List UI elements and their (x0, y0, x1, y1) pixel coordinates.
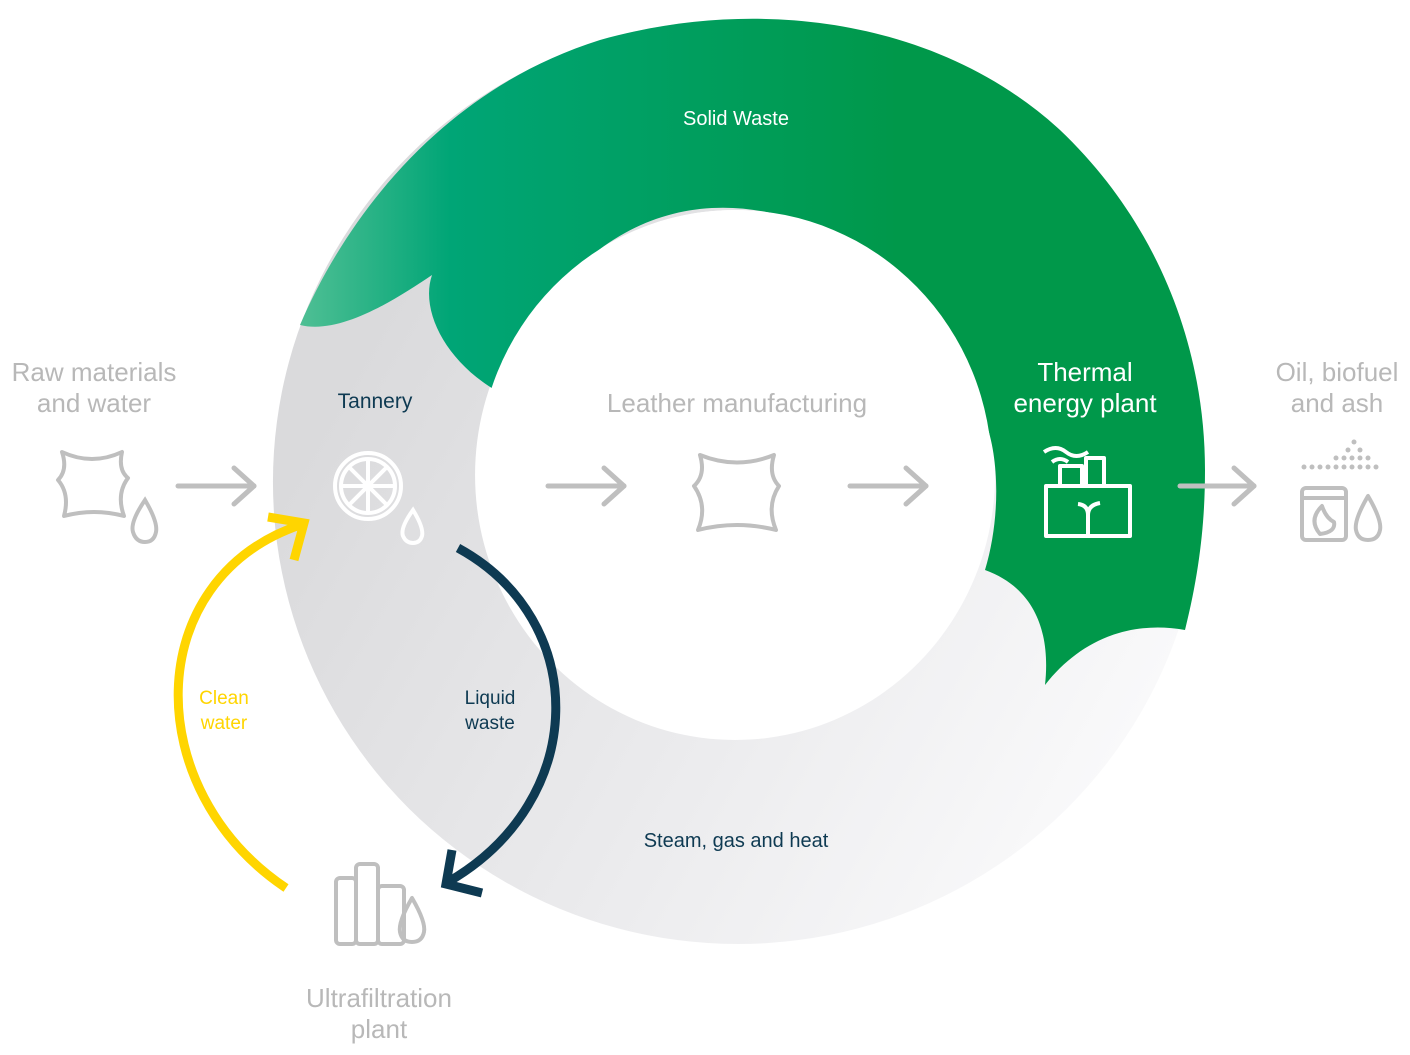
liquid-waste-line2: waste (465, 713, 515, 734)
tannery-label: Tannery (337, 390, 413, 413)
leather-manufacturing-label: Leather manufacturing (606, 388, 868, 418)
arrow-thermal-to-output (1177, 465, 1257, 507)
biofuel-icon (1300, 486, 1383, 542)
thermal-plant-label: Thermal energy plant (995, 357, 1175, 419)
arrow-leather-to-thermal (847, 465, 929, 507)
leather-hide-icon (692, 453, 781, 532)
ultrafiltration-line1: Ultrafiltration (306, 983, 452, 1013)
ultrafiltration-tanks-icon (334, 862, 427, 946)
clean-water-line1: Clean (199, 688, 249, 709)
water-drop-icon (130, 496, 159, 545)
thermal-plant-line2: energy plant (1013, 388, 1157, 418)
factory-icon (1042, 446, 1132, 538)
thermal-plant-line1: Thermal (1037, 357, 1133, 387)
arrow-raw-to-tannery (175, 465, 257, 507)
clean-water-line2: water (200, 713, 248, 734)
arrow-tannery-to-leather (545, 465, 627, 507)
liquid-waste-label: Liquid waste (440, 686, 540, 736)
solid-waste-label: Solid Waste (683, 108, 789, 130)
hide-icon (56, 450, 130, 518)
ash-dots (1301, 439, 1379, 470)
inner-circle (478, 210, 992, 734)
green-ring-segment (300, 18, 1205, 686)
clean-water-arrow (173, 512, 310, 892)
outputs-line2: and ash (1290, 388, 1384, 418)
liquid-waste-arrow (440, 544, 561, 898)
flow-arrows (175, 465, 1257, 507)
raw-materials-label: Raw materials and water (4, 357, 184, 419)
outputs-line1: Oil, biofuel (1275, 357, 1399, 387)
raw-materials-line1: Raw materials (11, 357, 177, 387)
ultrafiltration-label: Ultrafiltration plant (279, 983, 479, 1045)
outputs-label: Oil, biofuel and ash (1262, 357, 1410, 419)
tannery-drum-icon (333, 451, 425, 546)
steam-gas-heat-label: Steam, gas and heat (643, 830, 829, 852)
liquid-waste-line1: Liquid (464, 688, 516, 709)
raw-materials-line2: and water (36, 388, 152, 418)
clean-water-label: Clean water (174, 686, 274, 736)
ultrafiltration-line2: plant (350, 1014, 408, 1044)
